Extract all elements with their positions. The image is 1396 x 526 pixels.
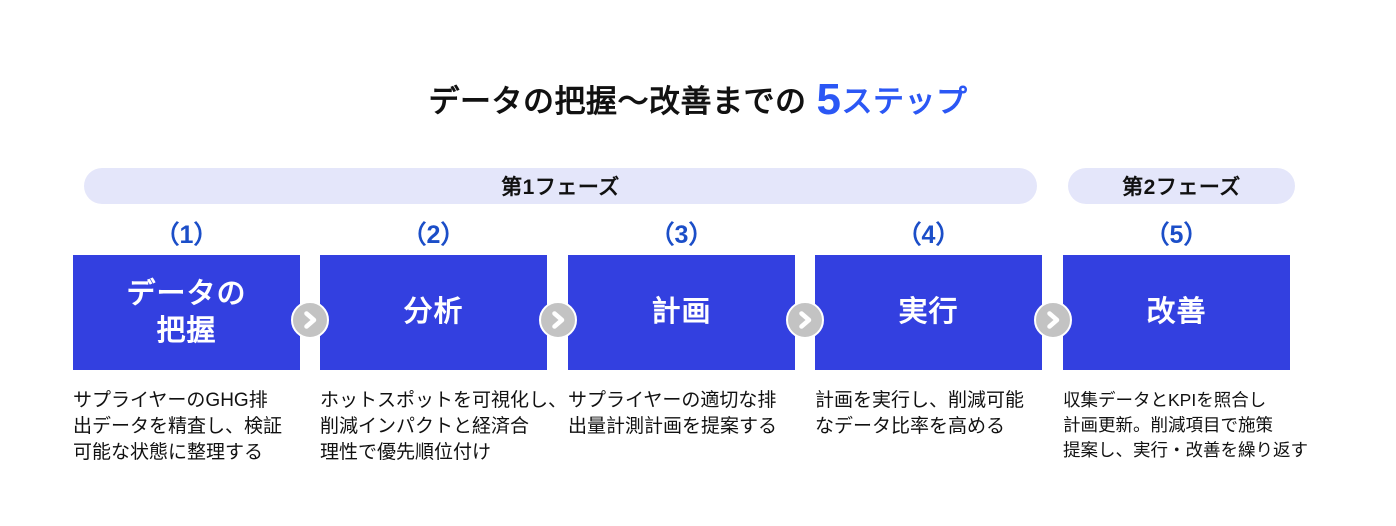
step-5-description: 収集データとKPIを照合し 計画更新。削減項目で施策 提案し、実行・改善を繰り返…	[1063, 390, 1308, 460]
step-3-number: （3）	[649, 221, 714, 249]
step-3-label: 計画	[651, 296, 712, 329]
step-2-number: （2）	[401, 221, 466, 249]
step-2-label: 分析	[403, 296, 464, 329]
step-1: （1） データの 把握 サプライヤーのGHG排 出データを精査し、検証 可能な状…	[73, 219, 300, 466]
step-2-box: 分析	[320, 255, 547, 370]
chevron-right-icon	[799, 311, 812, 329]
step-5: （5） 改善 収集データとKPIを照合し 計画更新。削減項目で施策 提案し、実行…	[1063, 219, 1308, 463]
step-3: （3） 計画 サプライヤーの適切な排 出量計測計画を提案する	[568, 219, 795, 440]
step-4-description: 計画を実行し、削減可能 なデータ比率を高める	[815, 390, 1025, 437]
step-4: （4） 実行 計画を実行し、削減可能 なデータ比率を高める	[815, 219, 1042, 440]
step-4-label: 実行	[898, 296, 959, 329]
title-step-count: 5	[816, 75, 842, 124]
step-4-number: （4）	[896, 221, 961, 249]
step-1-number: （1）	[154, 221, 219, 249]
phase-2-label: 第2フェーズ	[1122, 176, 1241, 199]
step-3-box: 計画	[568, 255, 795, 370]
phase-1-label: 第1フェーズ	[501, 176, 620, 199]
step-connector-4	[1034, 301, 1072, 339]
phase-2-pill: 第2フェーズ	[1068, 168, 1295, 204]
step-1-box: データの 把握	[73, 255, 300, 370]
phase-1-pill: 第1フェーズ	[84, 168, 1037, 204]
title-suffix: ステップ	[841, 84, 968, 119]
step-1-label: データの 把握	[126, 278, 247, 347]
page-title: データの把握〜改善までの 5ステップ	[0, 78, 1396, 122]
chevron-right-icon	[552, 311, 565, 329]
step-5-number: （5）	[1144, 221, 1209, 249]
chevron-right-icon	[1047, 311, 1060, 329]
step-1-description: サプライヤーのGHG排 出データを精査し、検証 可能な状態に整理する	[73, 390, 283, 463]
step-connector-3	[786, 301, 824, 339]
step-4-box: 実行	[815, 255, 1042, 370]
step-5-box: 改善	[1063, 255, 1290, 370]
step-3-description: サプライヤーの適切な排 出量計測計画を提案する	[568, 390, 778, 437]
step-2: （2） 分析 ホットスポットを可視化し、 削減インパクトと経済合 理性で優先順位…	[320, 219, 567, 466]
step-5-label: 改善	[1146, 296, 1207, 329]
step-connector-2	[539, 301, 577, 339]
step-connector-1	[291, 301, 329, 339]
chevron-right-icon	[304, 311, 317, 329]
step-2-description: ホットスポットを可視化し、 削減インパクトと経済合 理性で優先順位付け	[320, 390, 568, 463]
title-prefix: データの把握〜改善までの	[428, 84, 807, 119]
